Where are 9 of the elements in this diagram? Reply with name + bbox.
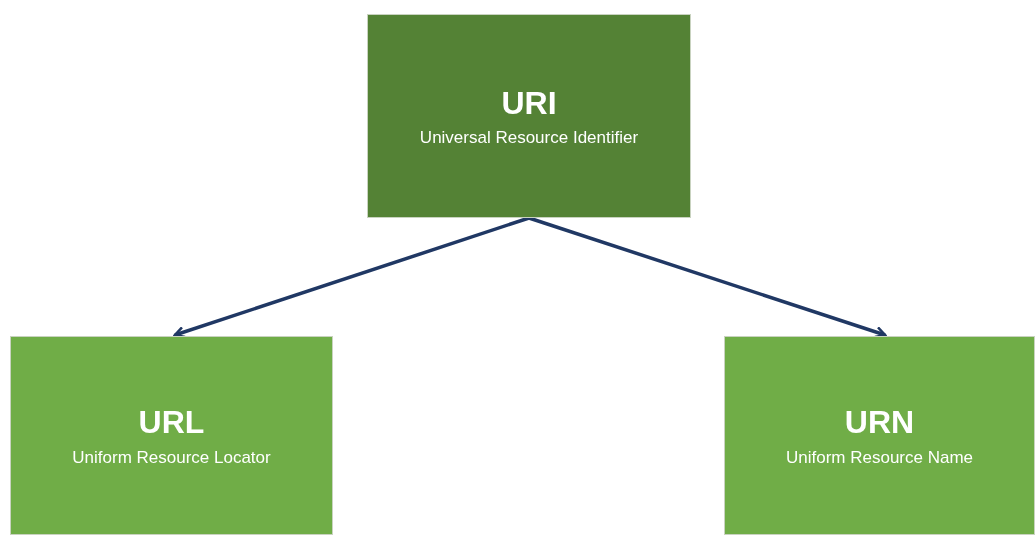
parent-box <box>367 14 691 218</box>
box-subtitle: Uniform Resource Name <box>785 447 974 468</box>
box-subtitle: Universal Resource Identifier <box>419 128 639 149</box>
box-heading: URN <box>844 403 915 442</box>
box-subtitle: Uniform Resource Locator <box>72 447 271 468</box>
child-box <box>724 336 1035 535</box>
box-heading: URL <box>138 403 205 442</box>
box-heading: URI <box>501 83 557 123</box>
child-box <box>10 336 333 535</box>
